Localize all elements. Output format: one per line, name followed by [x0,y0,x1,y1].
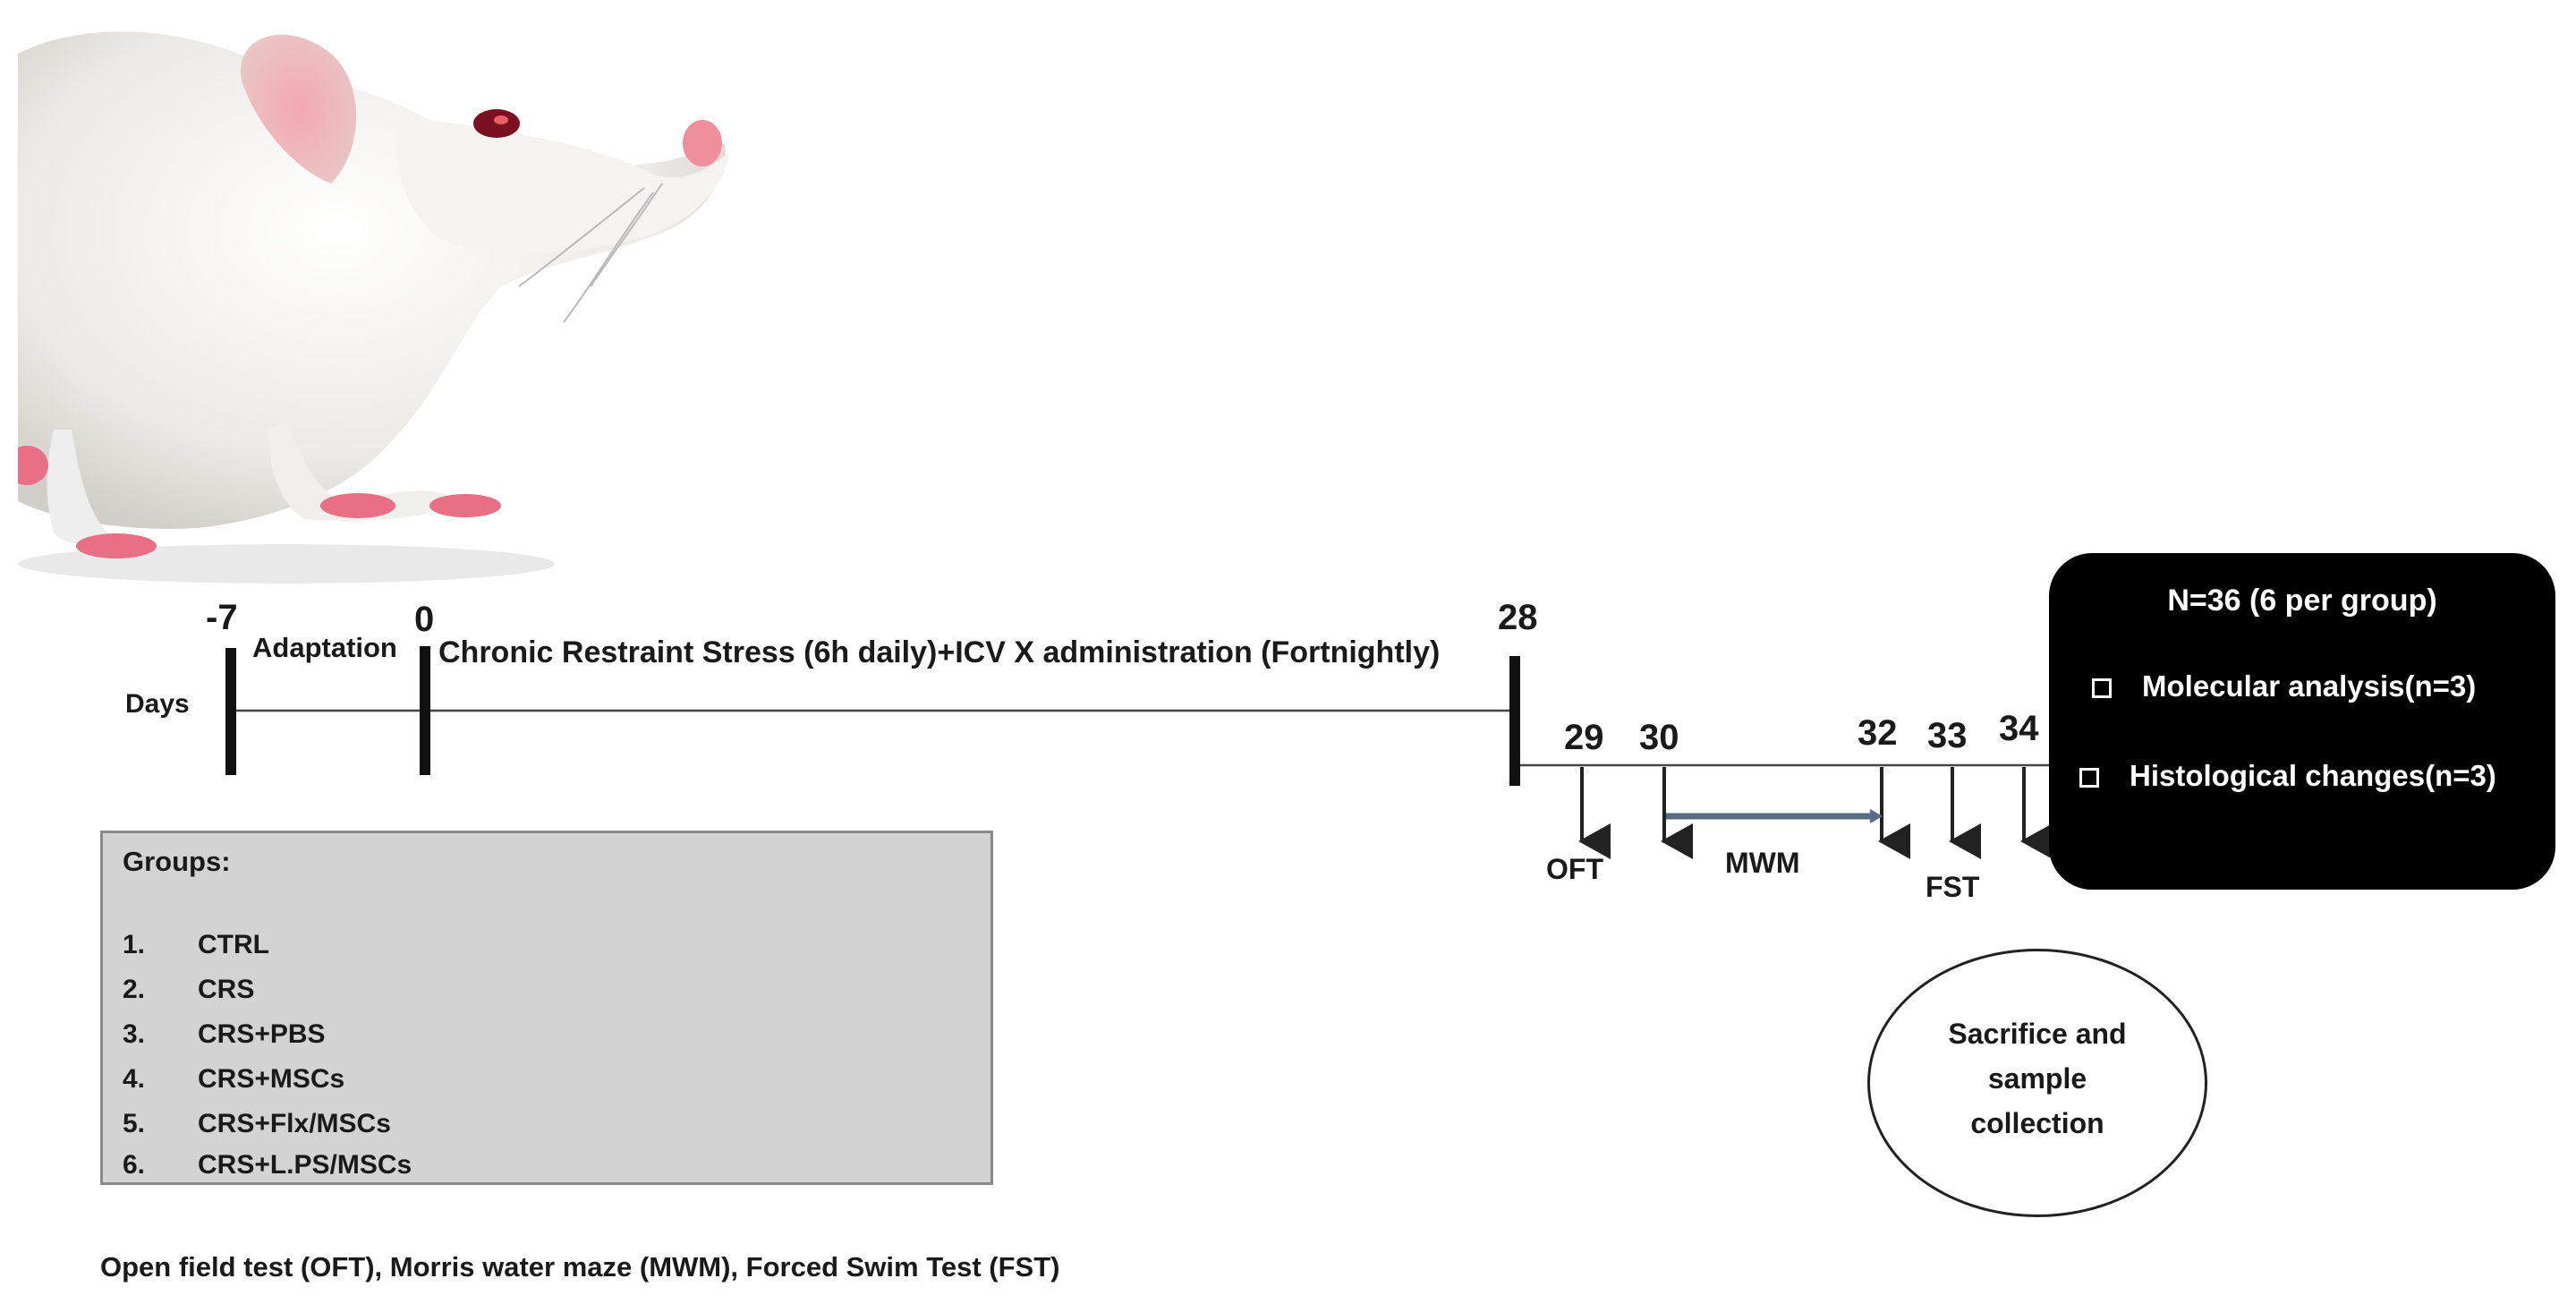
group-label: CRS+PBS [198,1019,326,1049]
group-label: CRS [198,975,255,1004]
summary-item-label: Histological changes(n=3) [2130,759,2496,792]
summary-item: Molecular analysis(n=3) [2092,669,2476,703]
group-item: 2. CRS [123,975,254,1005]
groups-box: Groups: 1. CTRL 2. CRS 3. CRS+PBS 4. CRS+MSC… [100,831,993,1185]
adaptation-label: Adaptation [252,632,397,663]
stress-phase-label: Chronic Restraint Stress (6h daily)+ICV … [438,635,1441,669]
summary-item-label: Molecular analysis(n=3) [2142,669,2477,703]
group-label: CRS+L.PS/MSCs [198,1150,412,1180]
group-item: 1. CTRL [123,930,269,960]
day-marker-28: 28 [1498,598,1538,637]
day-29: 29 [1564,718,1604,757]
day-30: 30 [1639,718,1679,757]
tick-day-28 [1509,656,1520,786]
group-number: 5. [123,1109,146,1138]
test-label-mwm: MWM [1725,847,1800,879]
group-number: 1. [123,930,146,959]
footnote-abbreviations: Open field test (OFT), Morris water maze… [100,1251,1060,1283]
group-number: 2. [123,975,146,1004]
day-marker-0: 0 [414,600,435,639]
days-label: Days [125,689,190,719]
sacrifice-line: Sacrifice and [1948,1018,2127,1050]
checkbox-square-icon [2092,678,2112,698]
group-item: 5. CRS+Flx/MSCs [123,1109,391,1139]
day-32: 32 [1858,713,1898,753]
summary-item: Histological changes(n=3) [2079,759,2496,793]
summary-title: N=36 (6 per group) [2167,584,2437,618]
day-34: 34 [1999,709,2039,748]
group-number: 4. [123,1064,146,1094]
group-item: 4. CRS+MSCs [123,1064,344,1095]
group-item: 6. CRS+L.PS/MSCs [123,1150,412,1180]
tick-day-minus7 [225,648,236,775]
group-item: 3. CRS+PBS [123,1019,326,1050]
sacrifice-circle: Sacrifice and sample collection [1867,949,2207,1217]
day-marker-minus7: -7 [206,598,238,637]
test-label-fst: FST [1926,871,1980,903]
group-label: CTRL [198,930,269,959]
group-number: 3. [123,1019,146,1049]
groups-title: Groups: [123,846,231,877]
group-label: CRS+MSCs [198,1064,345,1094]
group-number: 6. [123,1150,146,1180]
day-33: 33 [1927,716,1968,755]
sacrifice-line: sample [1987,1062,2087,1095]
rat-illustration [18,31,729,584]
mwm-arrowhead-icon [1870,809,1883,823]
test-label-oft: OFT [1546,853,1603,885]
tick-day-0 [420,646,430,775]
checkbox-square-icon [2079,768,2099,788]
group-label: CRS+Flx/MSCs [198,1109,391,1138]
sacrifice-line: collection [1970,1107,2104,1139]
summary-box: N=36 (6 per group) Molecular analysis(n=… [2049,553,2555,890]
